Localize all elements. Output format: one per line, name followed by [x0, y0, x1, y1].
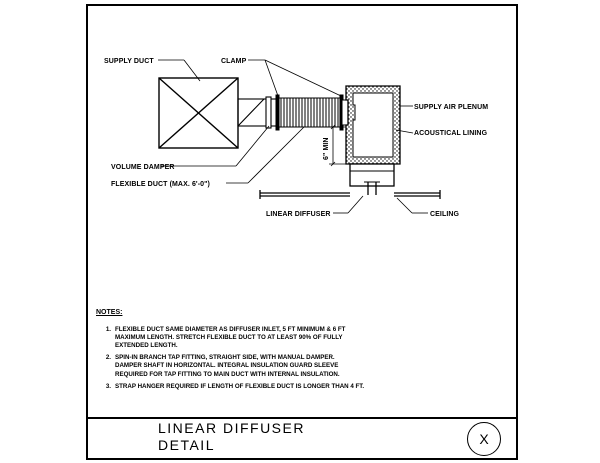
flexible-duct: [275, 94, 344, 131]
detail-reference-letter: X: [479, 431, 489, 447]
label-supply-air-plenum: SUPPLY AIR PLENUM: [414, 104, 488, 111]
notes-section: NOTES: 1. FLEXIBLE DUCT SAME DIAMETER AS…: [96, 309, 506, 395]
note-number: 3.: [105, 382, 111, 390]
notes-heading: NOTES:: [96, 309, 123, 316]
label-linear-diffuser: LINEAR DIFFUSER: [266, 211, 331, 218]
title-block: LINEAR DIFFUSER DETAIL: [158, 420, 305, 454]
label-supply-duct: SUPPLY DUCT: [104, 58, 154, 65]
label-flexible-duct: FLEXIBLE DUCT (MAX. 6'-0"): [111, 181, 210, 188]
supply-air-plenum: [345, 85, 401, 165]
label-clamp: CLAMP: [221, 58, 247, 65]
volume-damper: [237, 96, 279, 129]
detail-reference-badge: X: [467, 422, 501, 456]
ceiling-line: [259, 190, 441, 199]
note-text: FLEXIBLE DUCT SAME DIAMETER AS DIFFUSER …: [115, 326, 346, 350]
drawing-sheet: 6" MIN SUPPLY DUCT CLAMP SUPPLY AIR PLEN…: [86, 4, 518, 460]
linear-diffuser: [349, 163, 395, 195]
title-block-divider: [88, 417, 516, 419]
label-volume-damper: VOLUME DAMPER: [111, 164, 175, 171]
title-line-1: LINEAR DIFFUSER: [158, 420, 305, 436]
note-item: 2. SPIN-IN BRANCH TAP FITTING, STRAIGHT …: [96, 354, 506, 378]
label-acoustical-lining: ACOUSTICAL LINING: [414, 130, 488, 137]
dimension-6-min: [329, 124, 350, 167]
plenum-collar: [341, 99, 349, 126]
note-number: 2.: [105, 354, 111, 362]
leader-lines: [158, 59, 428, 214]
note-text: SPIN-IN BRANCH TAP FITTING, STRAIGHT SID…: [115, 354, 340, 378]
title-line-2: DETAIL: [158, 437, 215, 453]
note-number: 1.: [105, 326, 111, 334]
diffuser-diagram: 6" MIN SUPPLY DUCT CLAMP SUPPLY AIR PLEN…: [104, 58, 488, 218]
note-item: 3. STRAP HANGER REQUIRED IF LENGTH OF FL…: [96, 383, 506, 391]
label-min-6: 6" MIN: [323, 137, 330, 160]
label-ceiling: CEILING: [430, 211, 460, 218]
supply-duct: [158, 77, 239, 149]
note-text: STRAP HANGER REQUIRED IF LENGTH OF FLEXI…: [115, 382, 365, 390]
note-item: 1. FLEXIBLE DUCT SAME DIAMETER AS DIFFUS…: [96, 326, 506, 350]
